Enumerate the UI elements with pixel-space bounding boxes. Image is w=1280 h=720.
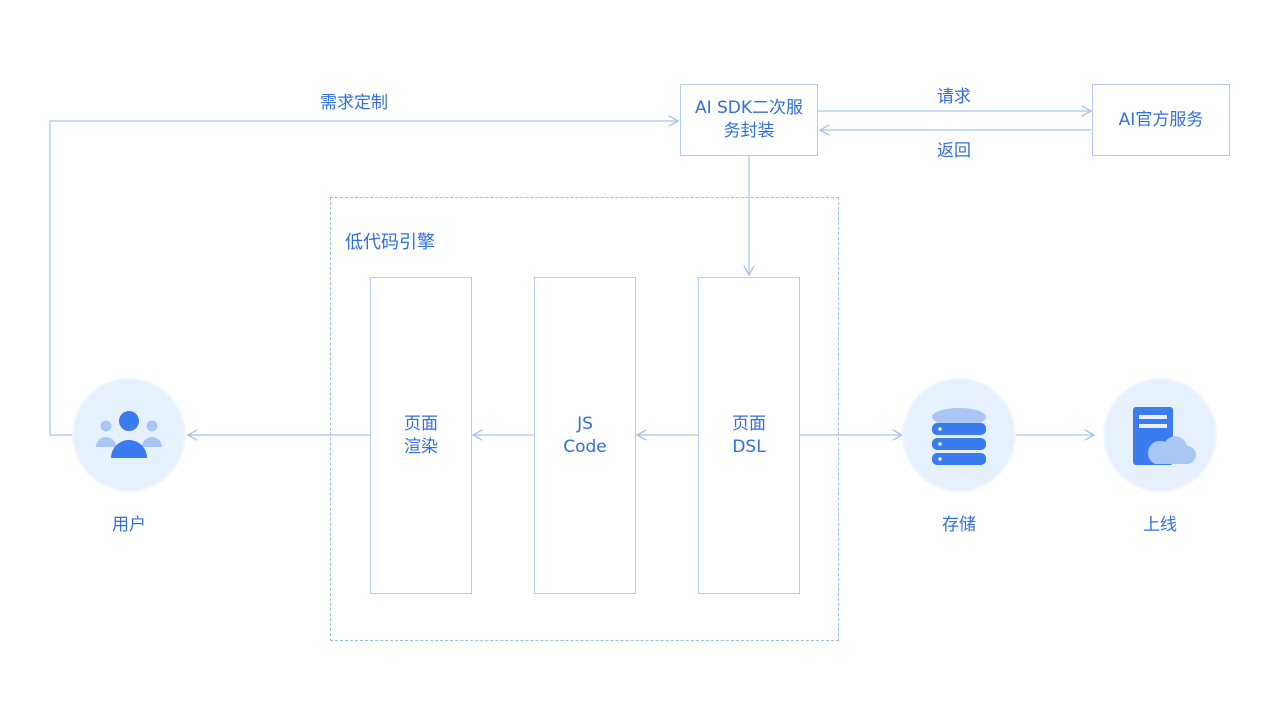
user-group-icon [96, 411, 162, 458]
low-code-engine-label: 低代码引擎 [345, 232, 435, 253]
edge-label-request: 请求 [937, 87, 971, 107]
online-node [1105, 380, 1215, 490]
user-node [74, 380, 184, 490]
js-code-box: JS Code [534, 277, 636, 594]
page-dsl-label: 页面 DSL [732, 413, 766, 457]
page-render-label: 页面 渲染 [404, 413, 438, 457]
user-label: 用户 [112, 515, 146, 535]
ai-service-label: AI官方服务 [1118, 109, 1204, 130]
edge-label-return: 返回 [937, 141, 971, 161]
sdk-wrapper-label: AI SDK二次服 务封装 [694, 98, 804, 141]
edge-label-requirement: 需求定制 [320, 93, 388, 113]
sdk-wrapper-box: AI SDK二次服 务封装 [680, 84, 818, 156]
js-code-label: JS Code [563, 413, 607, 457]
database-icon [932, 408, 986, 465]
online-label: 上线 [1143, 515, 1177, 535]
page-render-box: 页面 渲染 [370, 277, 472, 594]
low-code-engine-group: 低代码引擎 [330, 197, 839, 641]
storage-label: 存储 [942, 515, 976, 535]
storage-node [904, 380, 1014, 490]
cloud-server-icon [1133, 407, 1196, 465]
ai-service-box: AI官方服务 [1092, 84, 1230, 156]
edge-requirement [49, 121, 678, 436]
page-dsl-box: 页面 DSL [698, 277, 800, 594]
